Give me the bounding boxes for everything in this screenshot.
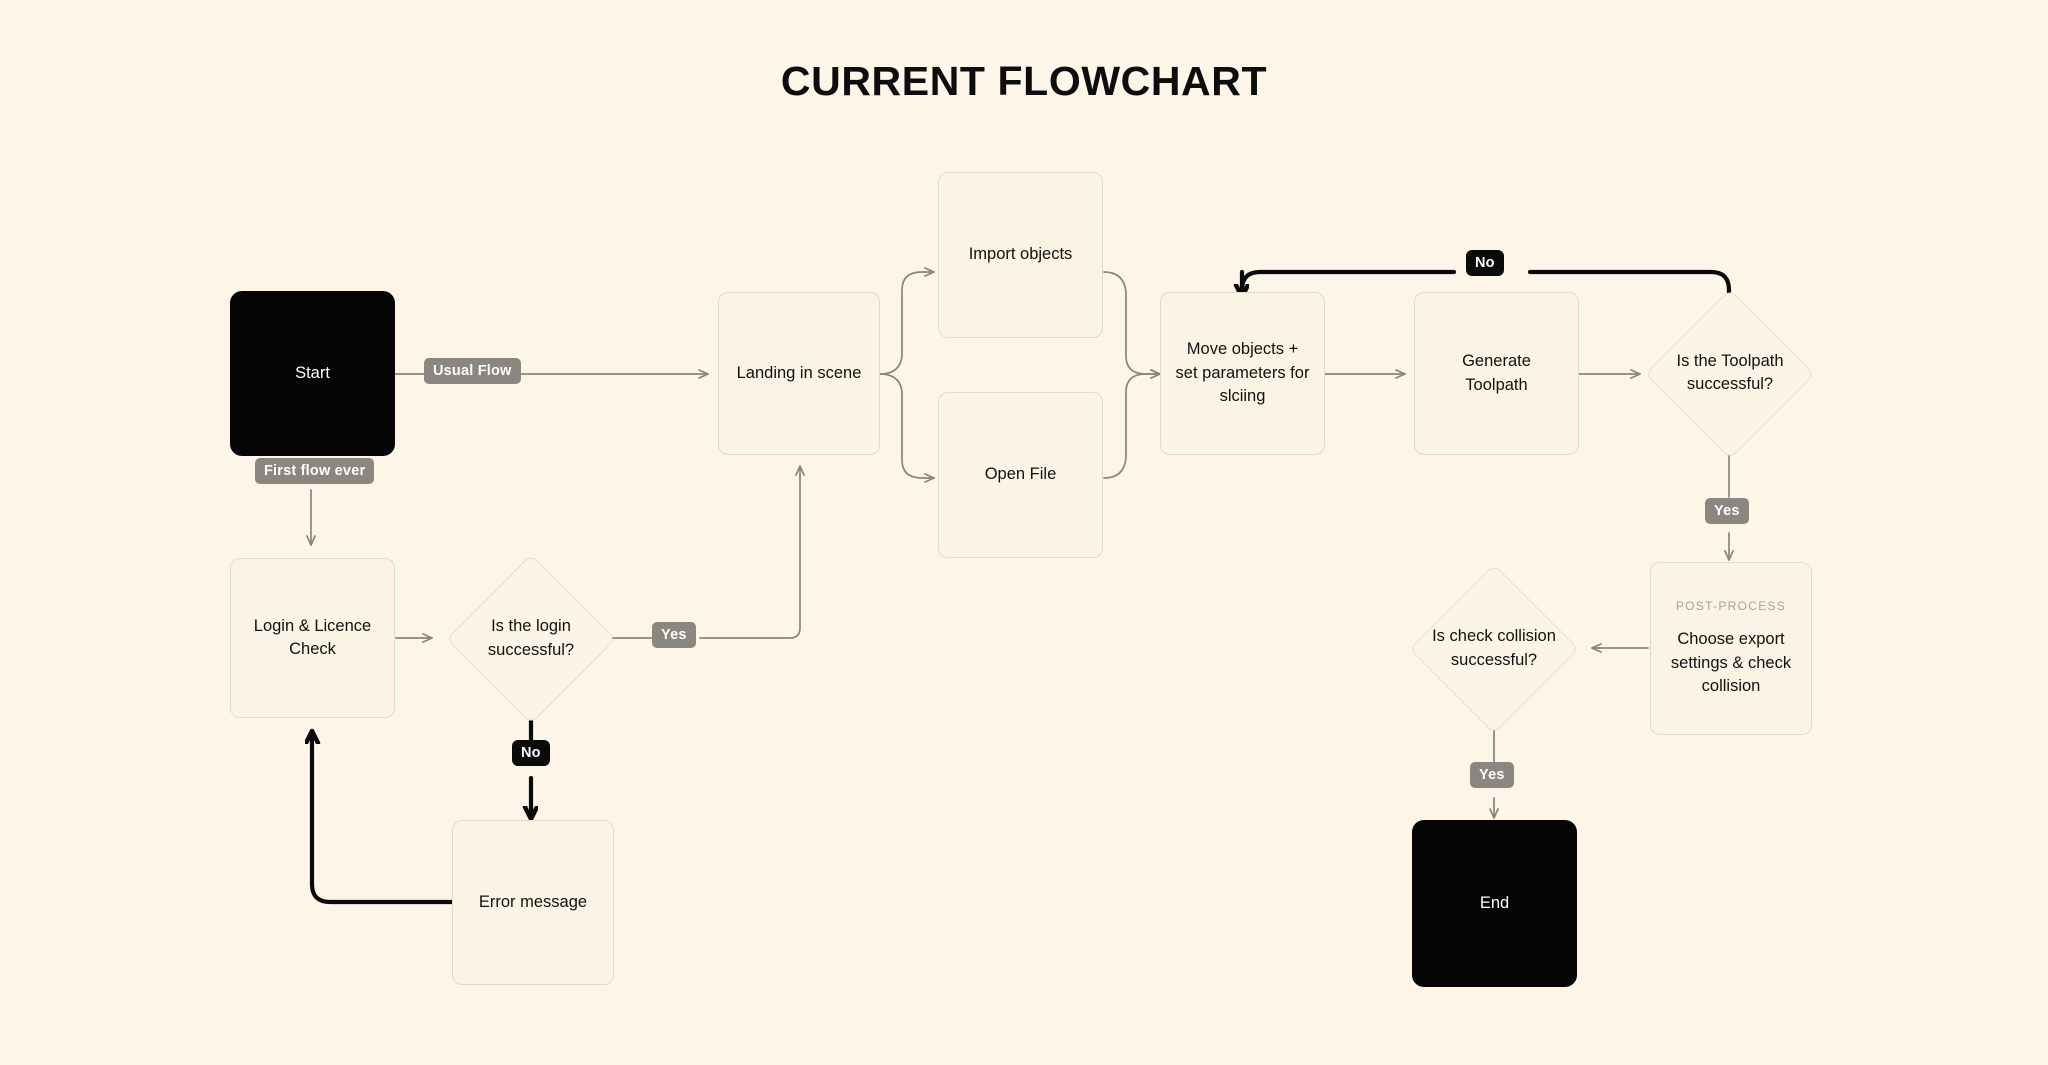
node-landing-in-scene[interactable]: Landing in scene xyxy=(718,292,880,455)
edge-label-first-flow-ever: First flow ever xyxy=(255,458,375,484)
node-open-file-label: Open File xyxy=(984,465,1057,484)
node-post-process[interactable]: POST-PROCESS Choose export settings & ch… xyxy=(1650,562,1812,735)
edge-label-login-yes-text: Yes xyxy=(661,627,687,643)
node-import-objects[interactable]: Import objects xyxy=(938,172,1103,338)
node-end-label: End xyxy=(1479,893,1510,912)
node-open-file[interactable]: Open File xyxy=(938,392,1103,558)
edge-label-usual-flow-text: Usual Flow xyxy=(433,363,512,379)
node-error-message[interactable]: Error message xyxy=(452,820,614,985)
node-login-licence-check-label: Login & Licence Check xyxy=(253,616,372,658)
node-generate-toolpath-label: Generate Toolpath xyxy=(1462,352,1531,394)
edge-label-login-no-text: No xyxy=(521,745,541,761)
node-landing-in-scene-label: Landing in scene xyxy=(736,363,862,382)
node-login-decision[interactable]: Is the login successful? xyxy=(437,554,625,724)
node-login-licence-check[interactable]: Login & Licence Check xyxy=(230,558,395,718)
node-collision-decision-label: Is check collision successful? xyxy=(1432,627,1556,669)
node-move-objects-label: Move objects + set parameters for slciin… xyxy=(1175,340,1310,406)
node-end[interactable]: End xyxy=(1412,820,1577,987)
edge-label-login-yes: Yes xyxy=(652,622,696,648)
edge-label-toolpath-yes: Yes xyxy=(1705,498,1749,524)
node-start[interactable]: Start xyxy=(230,291,395,456)
edge-label-collision-yes: Yes xyxy=(1470,762,1514,788)
node-generate-toolpath[interactable]: Generate Toolpath xyxy=(1414,292,1579,455)
node-start-label: Start xyxy=(295,363,330,382)
node-post-process-caption: POST-PROCESS xyxy=(1675,598,1787,613)
edge-label-usual-flow: Usual Flow xyxy=(424,358,521,384)
edge-label-first-flow-ever-text: First flow ever xyxy=(264,463,366,479)
node-login-decision-label: Is the login successful? xyxy=(487,617,575,659)
edge-label-toolpath-yes-text: Yes xyxy=(1714,503,1740,519)
node-import-objects-label: Import objects xyxy=(968,245,1073,264)
node-toolpath-decision[interactable]: Is the Toolpath successful? xyxy=(1638,288,1822,459)
page-title: CURRENT FLOWCHART xyxy=(780,58,1268,104)
edge-label-toolpath-no-text: No xyxy=(1475,255,1495,271)
node-toolpath-decision-label: Is the Toolpath successful? xyxy=(1676,351,1784,394)
node-post-process-label: Choose export settings & check collision xyxy=(1670,629,1792,696)
node-collision-decision[interactable]: Is check collision successful? xyxy=(1402,564,1586,734)
edge-label-collision-yes-text: Yes xyxy=(1479,767,1505,783)
node-error-message-label: Error message xyxy=(478,892,588,911)
edge-label-login-no: No xyxy=(512,740,550,766)
node-move-objects[interactable]: Move objects + set parameters for slciin… xyxy=(1160,292,1325,455)
edge-label-toolpath-no: No xyxy=(1466,250,1504,276)
